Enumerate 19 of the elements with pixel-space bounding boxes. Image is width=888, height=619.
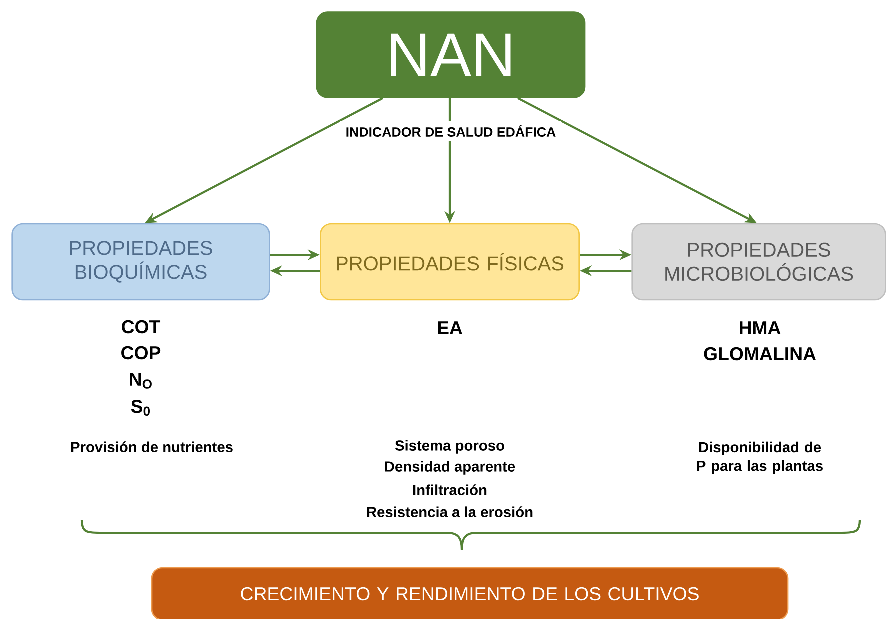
subtitle: INDICADOR DE SALUD EDÁFICA: [340, 121, 562, 141]
measure-label: GLOMALINA: [704, 347, 816, 361]
measure-label: COP: [122, 346, 161, 360]
description-text: Disponibilidad de P para las plantas: [697, 442, 823, 474]
title-box: NAN: [316, 12, 586, 98]
description-text: Infiltración: [414, 484, 487, 496]
property-box: PROPIEDADES BIOQUÍMICAS: [12, 223, 270, 301]
description-text: Sistema poroso: [395, 440, 504, 454]
description-text: Densidad aparente: [385, 461, 516, 475]
property-box: PROPIEDADES MICROBIOLÓGICAS: [632, 223, 886, 301]
description-text: Provisión de nutrientes: [72, 442, 233, 452]
property-box: PROPIEDADES FÍSICAS: [320, 223, 580, 301]
description-text: Resistencia a la erosión: [367, 506, 533, 518]
measure-label: EA: [438, 322, 462, 334]
measure-label: HMA: [740, 322, 781, 334]
result-box: CRECIMIENTO Y RENDIMIENTO DE LOS CULTIVOS: [151, 567, 789, 619]
measure-label: S$_{0}$: [131, 400, 150, 416]
measure-label: N$_{O}$: [130, 373, 152, 389]
measure-label: COT: [122, 320, 160, 334]
